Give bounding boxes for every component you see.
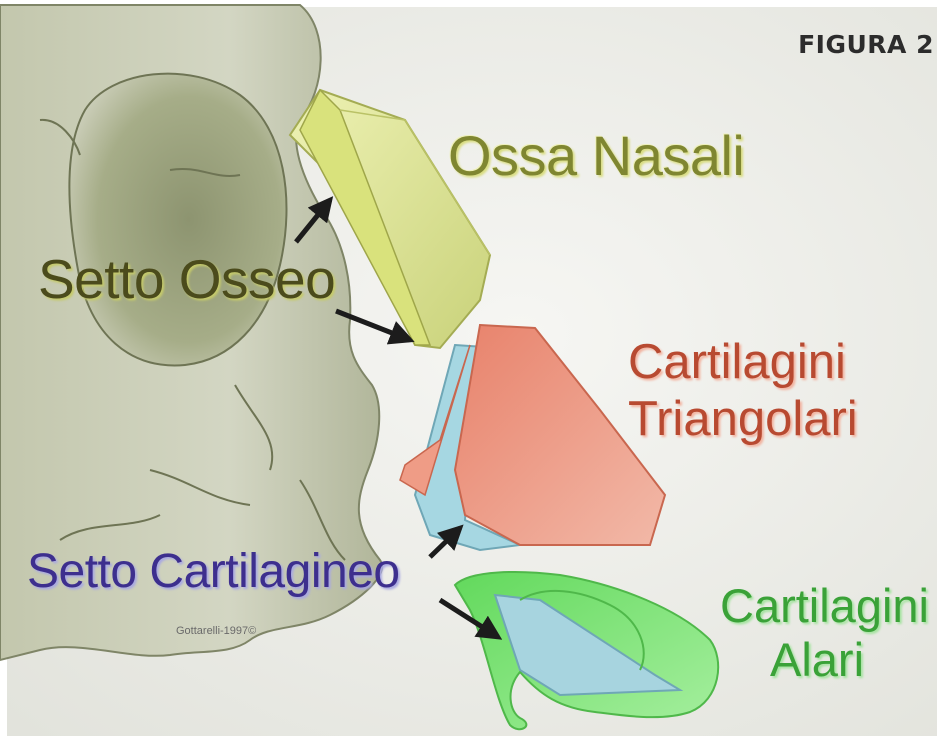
figure-number: FIGURA 2 <box>798 30 934 59</box>
label-setto-osseo: Setto Osseo <box>38 252 335 307</box>
orbit-shadow <box>69 74 286 366</box>
label-setto-cartilagineo: Setto Cartilagineo <box>27 548 400 596</box>
label-cartilagini-triangolari-line2: Triangolari <box>628 395 858 444</box>
label-cartilagini-triangolari-line1: Cartilagini <box>628 338 846 387</box>
label-cartilagini-alari-line2: Alari <box>770 636 864 683</box>
label-cartilagini-alari-line1: Cartilagini <box>720 582 929 629</box>
author-credit: Gottarelli-1997© <box>176 626 256 637</box>
label-ossa-nasali: Ossa Nasali <box>448 128 744 184</box>
